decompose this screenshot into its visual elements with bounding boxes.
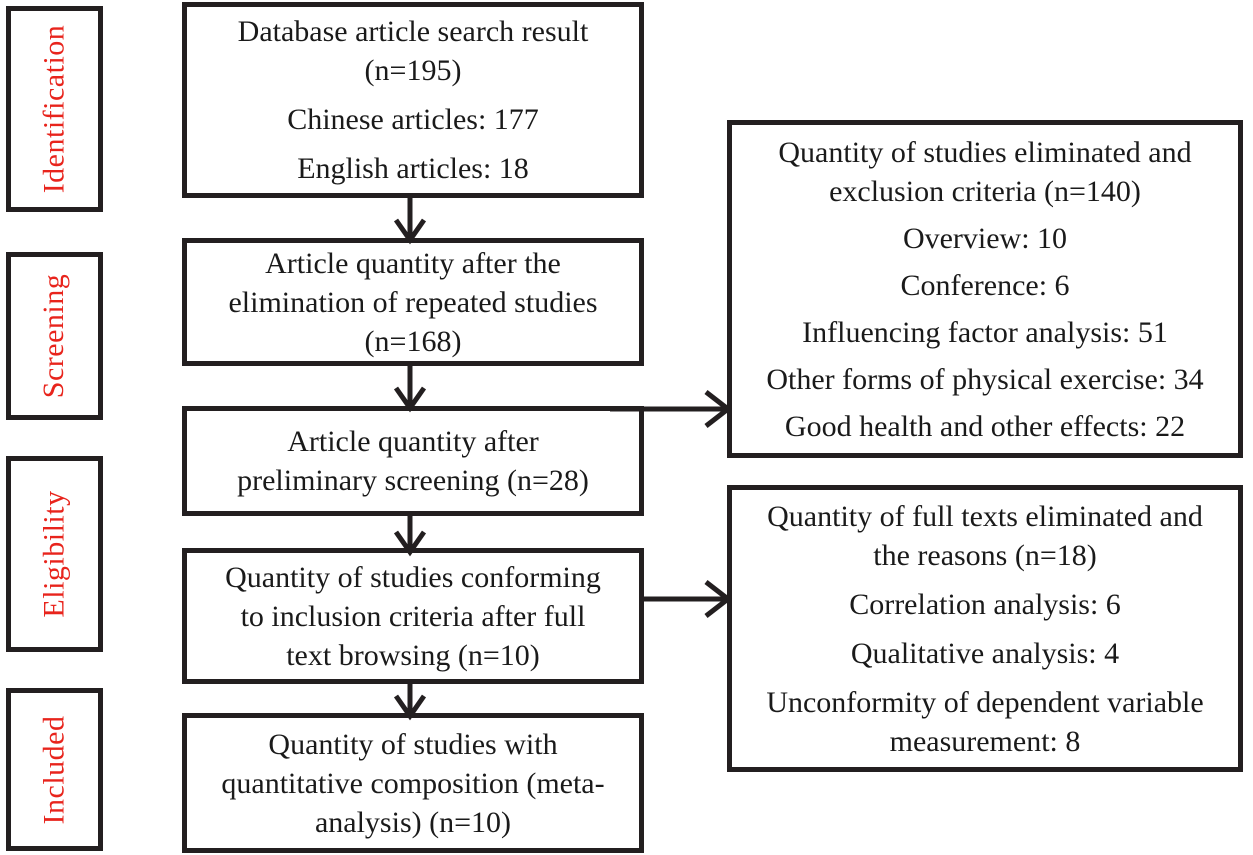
arrow-down-screening-to-inclusion [393,514,427,557]
arrow-down-search-to-dedupe [393,196,427,245]
flow-line: preliminary screening (n=28) [237,464,589,497]
stage-box-included: Included [6,688,103,851]
flow-line: quantitative composition (meta- [221,766,605,800]
flow-line: Good health and other effects: 22 [784,409,1186,443]
stage-label-eligibility: Eligibility [37,490,71,618]
flow-line: Quantity of full texts eliminated and [767,499,1203,533]
stage-label-screening: Screening [37,273,71,399]
flow-line: Qualitative analysis: 4 [850,636,1120,670]
flow-box-after-preliminary-screening: Article quantity after preliminary scree… [182,406,644,516]
flow-box-meeting-inclusion-criteria: Quantity of studies conforming to inclus… [182,548,644,684]
flow-line: exclusion criteria (n=140) [829,174,1141,208]
flow-line: Quantity of studies eliminated and [778,135,1192,169]
arrow-down-inclusion-to-meta [393,682,427,721]
stage-box-eligibility: Eligibility [6,456,103,652]
flow-box-after-duplicate-removal: Article quantity after the elimination o… [182,238,644,366]
flow-line: measurement: 8 [889,724,1081,758]
flow-line: Influencing factor analysis: 51 [802,315,1168,349]
arrow-right-to-records-excluded [610,390,733,428]
flow-line: (n=195) [364,54,462,87]
flow-box-database-search: Database article search result (n=195) C… [182,2,644,198]
flow-line: analysis) (n=10) [314,805,512,839]
stage-label-identification: Identification [37,24,71,194]
flow-line: Correlation analysis: 6 [849,587,1121,621]
flow-line: (n=168) [364,324,462,358]
flow-line: Overview: 10 [902,221,1068,255]
stage-label-included: Included [37,715,71,824]
flow-box-included-in-meta-analysis: Quantity of studies with quantitative co… [182,713,644,853]
stage-box-identification: Identification [6,6,103,212]
flow-line: Other forms of physical exercise: 34 [766,362,1204,396]
flow-box-records-excluded: Quantity of studies eliminated and exclu… [727,120,1243,458]
arrow-down-dedupe-to-screening [393,364,427,413]
stage-box-screening: Screening [6,252,103,420]
arrow-right-to-full-texts-excluded [640,580,733,618]
flow-line: Quantity of studies conforming [225,560,601,594]
flow-line: Article quantity after the [265,246,561,280]
flow-line: to inclusion criteria after full [240,599,586,633]
flow-line: Unconformity of dependent variable [766,685,1204,719]
flow-line: Conference: 6 [900,268,1070,302]
flow-line: the reasons (n=18) [873,538,1097,572]
flow-line: text browsing (n=10) [286,638,540,672]
flow-line: Chinese articles: 177 [287,103,539,136]
flow-line: Quantity of studies with [268,727,558,761]
flow-line: Database article search result [237,15,589,48]
flow-line: elimination of repeated studies [228,285,598,319]
flow-line: English articles: 18 [297,152,529,185]
flow-box-full-texts-excluded: Quantity of full texts eliminated and th… [727,485,1243,772]
flow-line: Article quantity after [287,425,539,458]
